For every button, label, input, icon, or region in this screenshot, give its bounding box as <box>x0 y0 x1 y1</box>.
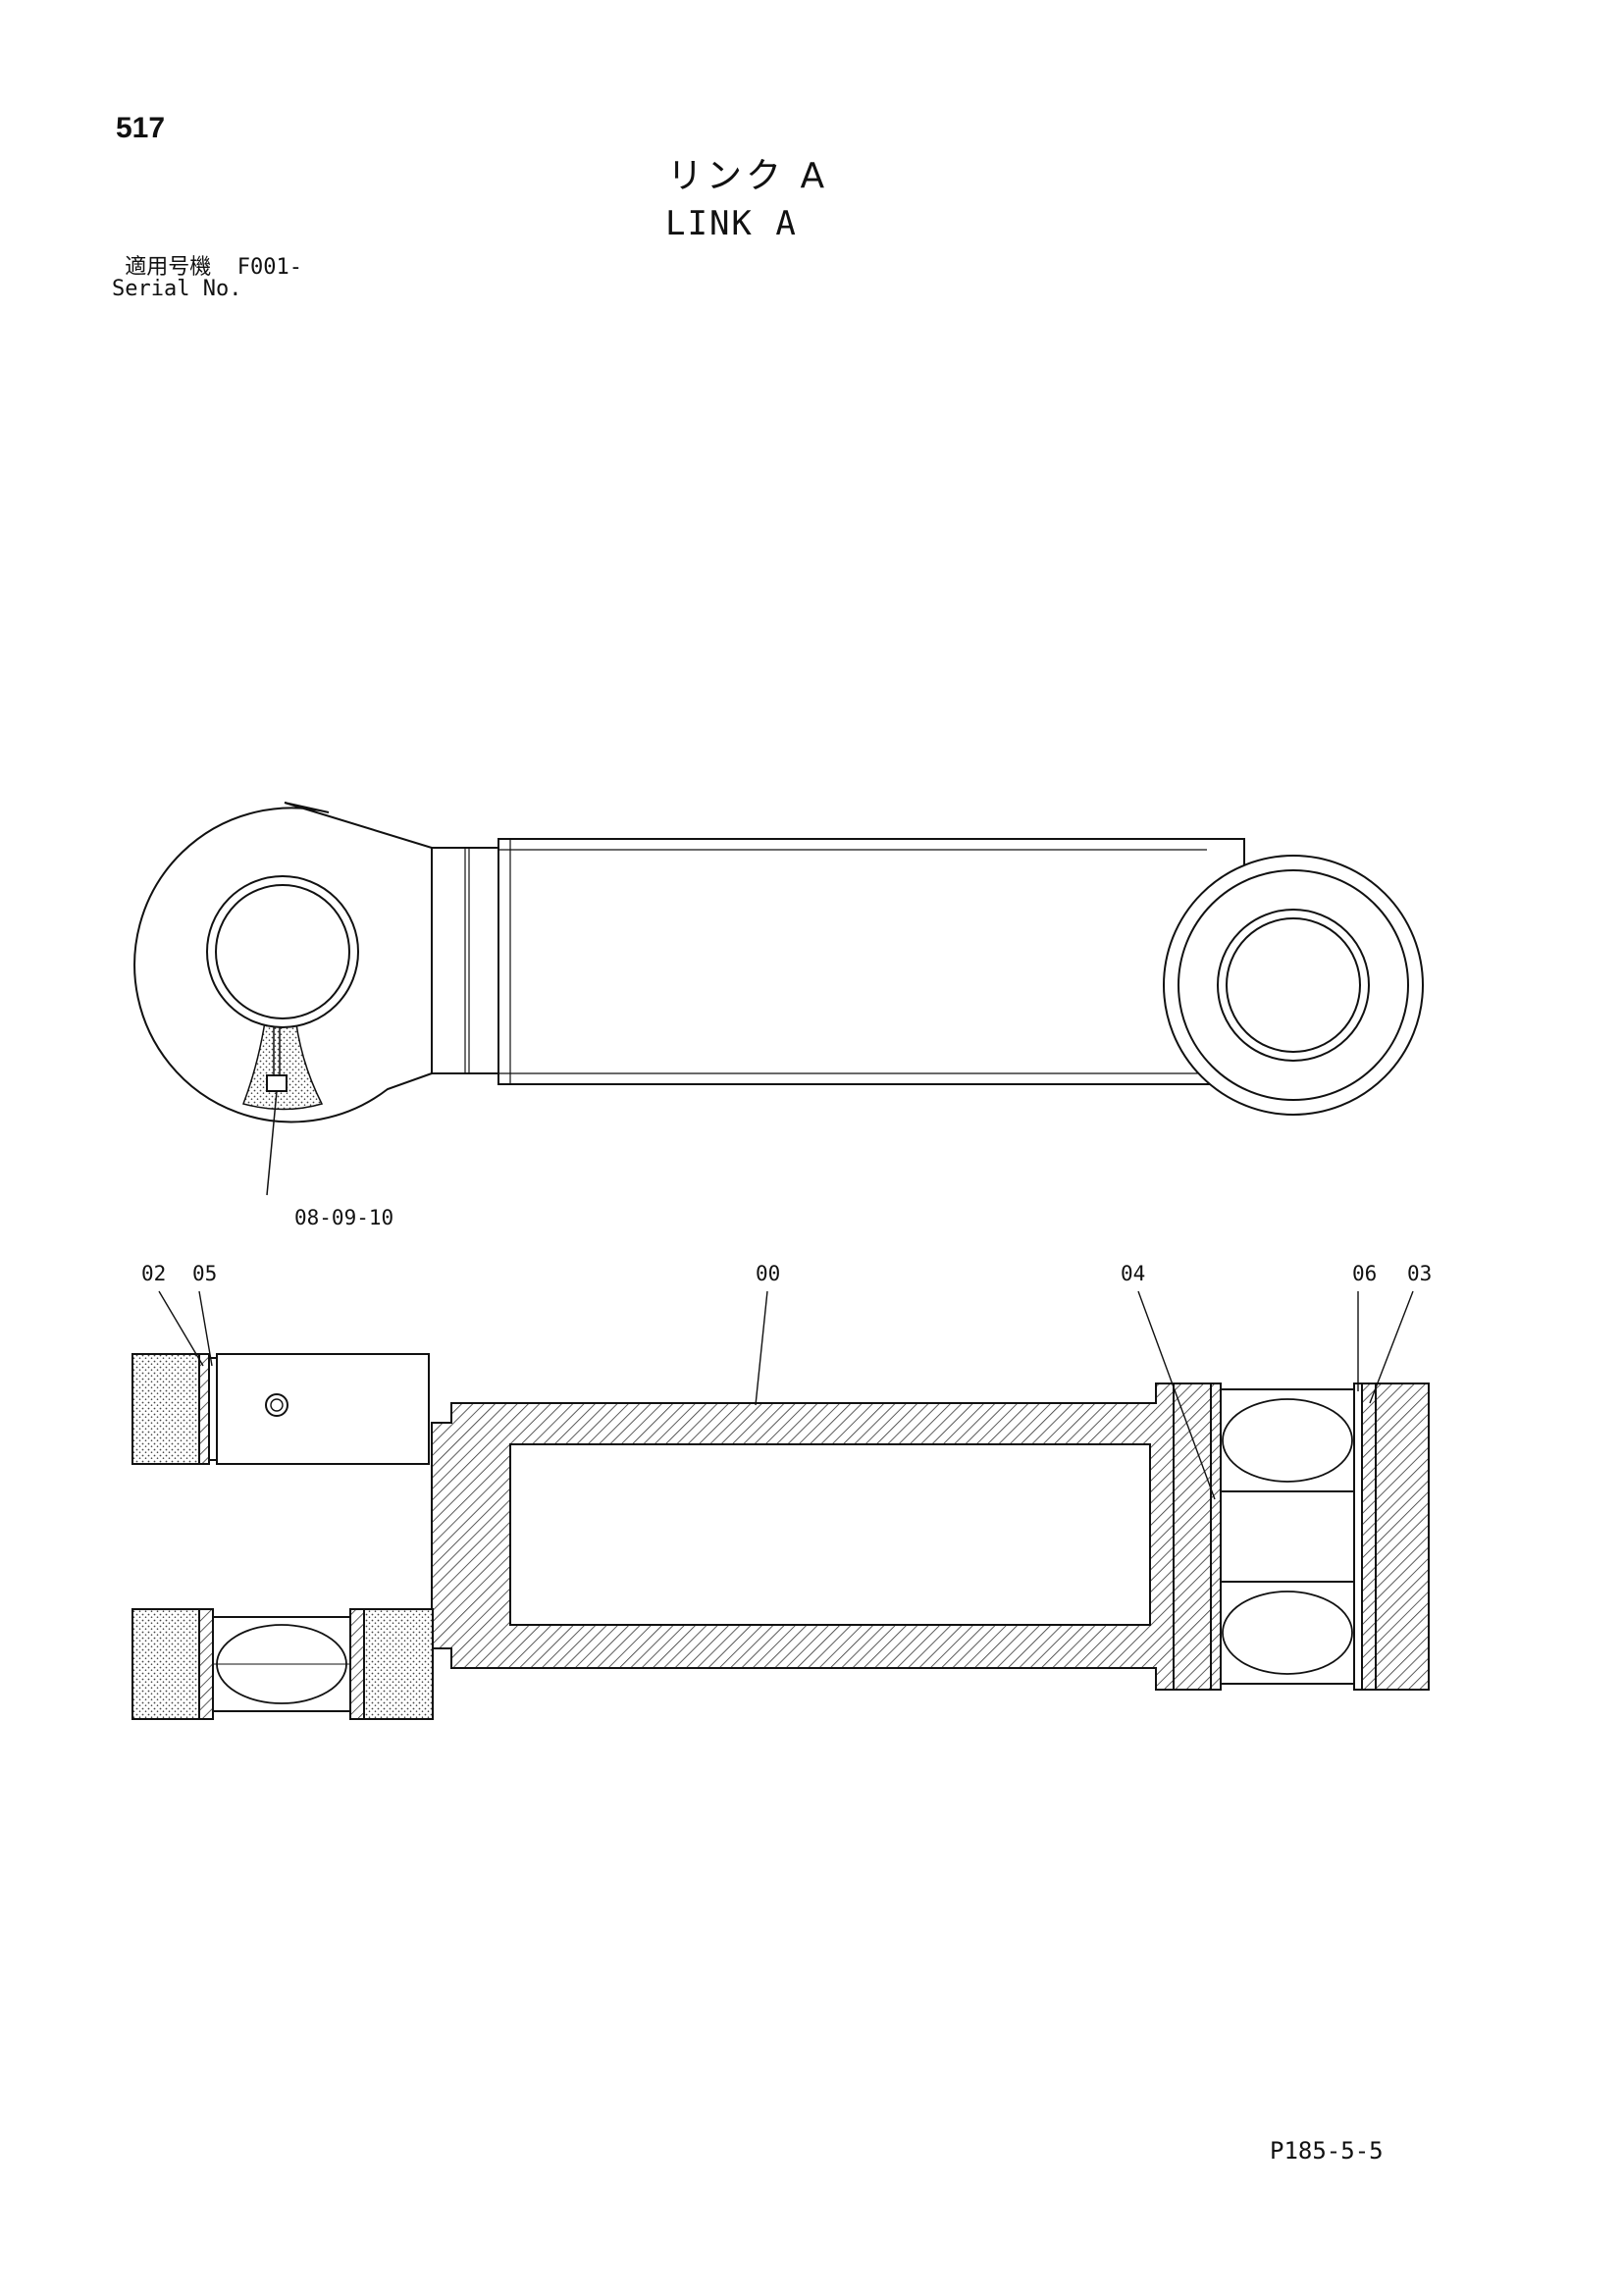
callout-00: 00 <box>756 1262 780 1285</box>
grease-hole <box>270 1398 284 1412</box>
serial-row-jp: 適用号機 F001- <box>112 257 302 279</box>
seal-05 <box>208 1357 218 1461</box>
leader-04 <box>1137 1290 1216 1500</box>
callout-04: 04 <box>1121 1262 1145 1285</box>
bearing-ball <box>1222 1398 1353 1483</box>
right-bushing-inner <box>1226 917 1361 1053</box>
callout-05: 05 <box>192 1262 217 1285</box>
bearing-ball <box>1222 1591 1353 1675</box>
document-code: P185-5-5 <box>1270 2137 1384 2165</box>
callout-02: 02 <box>141 1262 166 1285</box>
callout-03: 03 <box>1407 1262 1432 1285</box>
serial-label: Serial No. <box>112 277 242 301</box>
serial-value: F001- <box>236 255 302 280</box>
right-boss-left-wall <box>1173 1383 1212 1691</box>
page-number: 517 <box>116 112 166 144</box>
title-english: LINK A <box>665 204 798 243</box>
grease-hole <box>265 1393 288 1417</box>
bushing-02 <box>198 1353 210 1465</box>
callout-fitting: 08-09-10 <box>294 1206 393 1229</box>
leader-02 <box>158 1290 204 1367</box>
cutaway-section <box>242 1008 324 1111</box>
callout-leaders <box>158 1290 1414 1500</box>
seal-06 <box>1353 1383 1363 1691</box>
link-body-cavity <box>509 1443 1151 1626</box>
right-bushing-outer <box>1217 909 1370 1062</box>
right-boss-ring <box>1178 869 1409 1101</box>
clevis-upper-boss <box>216 1353 430 1465</box>
grease-fitting <box>266 1074 288 1092</box>
applicable-label: 適用号機 <box>125 255 212 280</box>
bushing-03 <box>1361 1383 1377 1691</box>
link-body <box>497 838 1245 1085</box>
leader-05 <box>198 1290 213 1367</box>
serial-info: 適用号機 F001- Serial No. <box>112 257 302 300</box>
section-view <box>131 1353 1430 1720</box>
clevis-lower-block <box>363 1608 434 1720</box>
right-boss-outer <box>1163 855 1424 1116</box>
leader-00 <box>755 1290 768 1406</box>
callout-06: 06 <box>1352 1262 1377 1285</box>
title-japanese: リンク A <box>667 156 829 196</box>
spacer-04 <box>1210 1383 1222 1691</box>
clevis-upper-block <box>131 1353 200 1465</box>
top-view <box>133 802 1424 1123</box>
right-boss-right-wall <box>1375 1383 1430 1691</box>
clevis-lower-ring <box>349 1608 365 1720</box>
left-bushing-inner <box>215 884 350 1019</box>
leader-line <box>266 1090 278 1196</box>
clevis-lower-ring <box>198 1608 214 1720</box>
left-bushing-outer <box>206 875 359 1028</box>
right-bushing-middle <box>1220 1490 1355 1583</box>
leader-03 <box>1369 1290 1414 1404</box>
clevis-lower-block <box>131 1608 200 1720</box>
